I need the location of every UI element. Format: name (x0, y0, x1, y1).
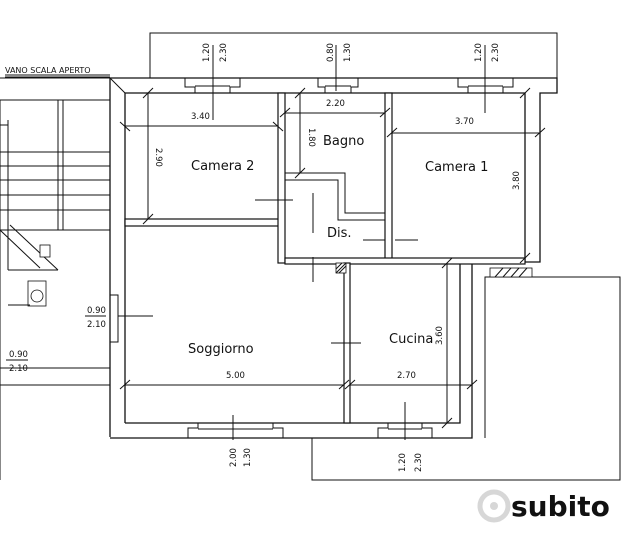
dim-soggiorno-width: 5.00 (226, 371, 245, 381)
dim-camera-2-width: 3.40 (191, 112, 210, 122)
dim-bottom-window-left-a: 2.00 (229, 448, 239, 467)
balcony-bottom (311, 276, 621, 481)
room-bagno-label: Bagno (323, 134, 364, 149)
watermark-text: subito (511, 490, 610, 523)
room-camera-1-label: Camera 1 (425, 160, 488, 175)
dim-camera-1-width: 3.70 (455, 117, 474, 127)
dimension-lines (118, 45, 546, 440)
dim-camera-1-depth: 3.80 (512, 171, 522, 190)
dim-top-window-right-a: 1.20 (474, 43, 484, 62)
room-camera-2-label: Camera 2 (191, 159, 254, 174)
dim-bagno-width: 2.20 (326, 99, 345, 109)
subito-watermark: subito (477, 489, 610, 523)
dim-top-window-mid-a: 0.80 (326, 43, 336, 62)
open-stair-note: VANO SCALA APERTO (5, 66, 91, 75)
dim-top-window-left-b: 2.30 (219, 43, 229, 62)
room-soggiorno-label: Soggiorno (188, 342, 254, 357)
room-dis-label: Dis. (327, 226, 352, 241)
entry-door (110, 294, 119, 343)
dim-bagno-depth: 1.80 (306, 128, 316, 147)
room-cucina-label: Cucina (389, 332, 433, 347)
dim-cucina-width: 2.70 (397, 371, 416, 381)
dim-stair-door-height: 2.10 (9, 364, 28, 374)
dim-entry-door-width: 0.90 (87, 306, 106, 316)
dim-cucina-depth: 3.60 (435, 326, 445, 345)
windows-bottom (187, 423, 433, 438)
balcony-top (149, 32, 558, 78)
dim-bottom-window-left-b: 1.30 (243, 448, 253, 467)
dim-camera-2-depth: 2.90 (153, 148, 163, 167)
dim-top-window-mid-b: 1.30 (343, 43, 353, 62)
windows-top (184, 78, 514, 93)
dim-bottom-window-right-b: 2.30 (414, 453, 424, 472)
dim-bottom-window-right-a: 1.20 (398, 453, 408, 472)
dim-stair-door-width: 0.90 (9, 350, 28, 360)
stair-area (0, 76, 110, 480)
dim-entry-door-height: 2.10 (87, 320, 106, 330)
dim-top-window-right-b: 2.30 (491, 43, 501, 62)
dim-top-window-left-a: 1.20 (202, 43, 212, 62)
